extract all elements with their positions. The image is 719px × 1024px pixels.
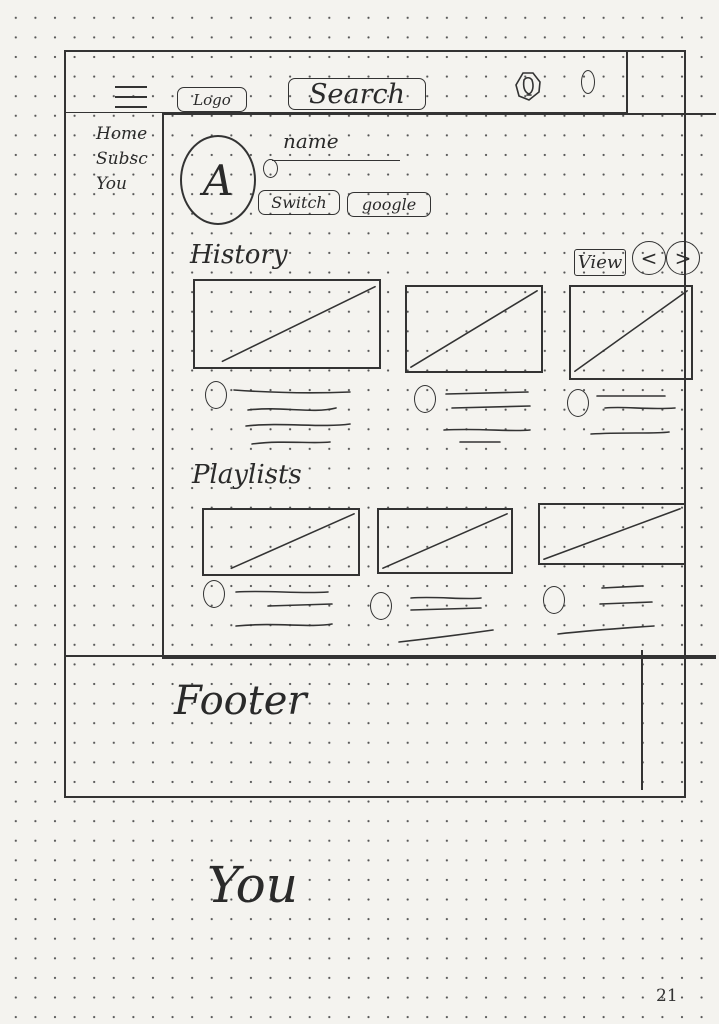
notification-bell-icon[interactable] <box>513 70 543 102</box>
playlist-thumbnail[interactable] <box>202 508 360 576</box>
channel-avatar <box>370 592 392 620</box>
logo-button[interactable]: Logo <box>177 87 247 112</box>
switch-account-button[interactable]: Switch <box>258 190 340 215</box>
channel-avatar <box>205 381 227 409</box>
playlist-meta-lines <box>398 596 494 643</box>
footer-divider <box>64 655 716 657</box>
playlist-meta-lines <box>235 590 333 627</box>
footer-label: Footer <box>174 678 307 724</box>
view-all-button[interactable]: View <box>574 249 626 276</box>
hamburger-menu-icon[interactable] <box>115 86 147 112</box>
page-frame <box>64 50 686 798</box>
profile-avatar: A <box>180 135 256 225</box>
channel-avatar <box>414 385 436 413</box>
google-account-button[interactable]: google <box>347 192 431 217</box>
main-content-panel <box>162 113 716 659</box>
topbar-right-edge <box>626 50 628 114</box>
sidebar-item-home[interactable]: Home <box>96 124 148 144</box>
playlist-thumbnail[interactable] <box>538 503 686 565</box>
history-video-thumbnail[interactable] <box>405 285 543 373</box>
sidebar-item-subscriptions[interactable]: Subsc <box>96 149 148 169</box>
topbar-divider <box>64 112 628 113</box>
next-button[interactable]: > <box>666 241 700 275</box>
history-video-thumbnail[interactable] <box>569 285 693 380</box>
video-meta-lines <box>590 395 676 435</box>
search-input[interactable]: Search <box>288 78 426 110</box>
playlist-thumbnail[interactable] <box>377 508 513 574</box>
sidebar-item-you[interactable]: You <box>96 174 127 194</box>
footer-side-line <box>641 650 643 790</box>
prev-button[interactable]: < <box>632 241 666 275</box>
page-caption: You <box>207 856 298 914</box>
handle-icon <box>263 159 278 178</box>
profile-name: name <box>283 129 339 153</box>
channel-avatar <box>543 586 565 614</box>
playlist-meta-lines <box>557 585 655 635</box>
user-avatar-icon[interactable] <box>581 70 595 94</box>
video-meta-lines <box>233 389 351 445</box>
channel-avatar <box>567 389 589 417</box>
history-video-thumbnail[interactable] <box>193 279 381 369</box>
video-meta-lines <box>443 391 531 443</box>
profile-handle-line <box>272 160 400 161</box>
playlists-title: Playlists <box>192 460 302 490</box>
channel-avatar <box>203 580 225 608</box>
page-number: 21 <box>656 986 678 1006</box>
history-title: History <box>190 240 288 270</box>
